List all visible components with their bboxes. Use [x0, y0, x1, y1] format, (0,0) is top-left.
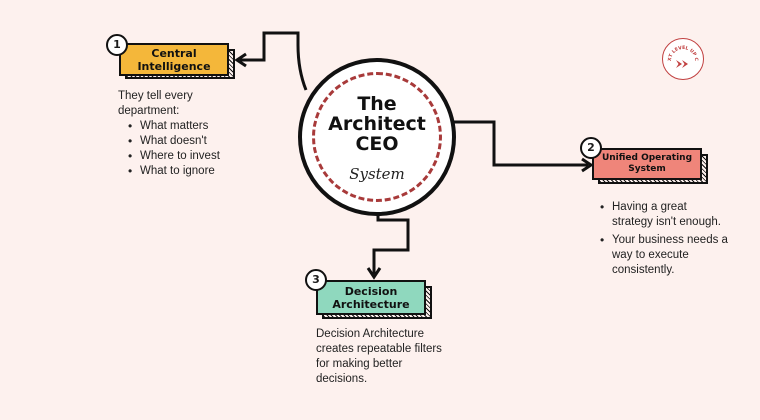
connector-3 — [372, 214, 410, 274]
node-2-text: Having a great strategy isn't enough. Yo… — [596, 200, 728, 278]
node-1-bullet: Where to invest — [124, 149, 268, 164]
node-1-box: Central Intelligence — [119, 43, 229, 76]
node-2-badge: 2 — [580, 137, 602, 159]
node-2-box: Unified Operating System — [592, 148, 702, 180]
node-1-badge: 1 — [106, 34, 128, 56]
arrowhead-3 — [366, 267, 382, 280]
node-3-box: Decision Architecture — [316, 280, 426, 315]
brand-logo-mark: NEXT LEVEL UP CEO — [663, 39, 699, 68]
node-2-bullets: Having a great strategy isn't enough. Yo… — [596, 200, 728, 278]
center-title-line-3: CEO — [355, 133, 399, 155]
connector-1 — [240, 31, 308, 91]
node-1-bullets: What matters What doesn't Where to inves… — [124, 119, 268, 179]
svg-text:NEXT LEVEL UP CEO: NEXT LEVEL UP CEO — [663, 39, 699, 62]
arrowhead-1 — [234, 52, 247, 68]
center-title: The Architect CEO — [302, 94, 452, 154]
connector-2 — [453, 120, 588, 167]
node-3-label: Decision Architecture — [332, 284, 410, 311]
brand-logo-text: NEXT LEVEL UP CEO — [663, 39, 699, 62]
node-1-bullet: What to ignore — [124, 164, 268, 179]
node-2-bullet: Having a great strategy isn't enough. — [596, 200, 728, 230]
center-circle: The Architect CEO System — [298, 58, 456, 216]
brand-logo: NEXT LEVEL UP CEO — [662, 38, 704, 80]
center-subtitle: System — [349, 165, 405, 183]
double-chevron-right-icon — [675, 59, 688, 68]
node-1-label: Central Intelligence — [137, 46, 211, 73]
node-3-badge: 3 — [305, 269, 327, 291]
node-1-bullet: What matters — [124, 119, 268, 134]
center-title-line-1: The — [357, 93, 397, 115]
node-2-bullet: Your business needs a way to execute con… — [596, 233, 728, 278]
arrowhead-2 — [581, 157, 594, 173]
center-dashed-ring — [312, 72, 442, 202]
node-2-label: Unified Operating System — [601, 153, 693, 174]
node-1-bullet: What doesn't — [124, 134, 268, 149]
node-1-text: They tell every department: What matters… — [118, 89, 268, 179]
node-1-intro: They tell every department: — [118, 90, 193, 117]
node-3-description: Decision Architecture creates repeatable… — [316, 328, 442, 385]
center-title-line-2: Architect — [328, 113, 426, 135]
